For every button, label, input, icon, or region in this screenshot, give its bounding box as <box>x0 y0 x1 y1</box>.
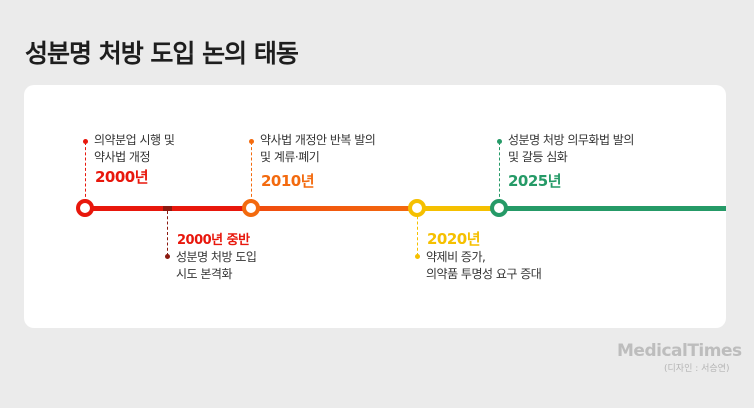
year-label-2025: 2025년 <box>508 172 562 190</box>
connector-mid2000 <box>167 211 168 256</box>
timeline-node-2020[interactable] <box>408 199 426 217</box>
event-line: 시도 본격화 <box>176 267 233 281</box>
timeline-node-2025[interactable] <box>490 199 508 217</box>
event-line: 약제비 증가, <box>426 250 486 264</box>
timeline-segment-2010 <box>251 206 417 211</box>
event-line: 및 갈등 심화 <box>508 150 568 164</box>
timeline-segment-2020 <box>417 206 499 211</box>
year-label-2000: 2000년 <box>95 168 149 186</box>
event-line: 의약품 투명성 요구 증대 <box>426 267 542 281</box>
event-line: 성분명 처방 도입 <box>176 250 257 264</box>
event-line: 약사법 개정안 반복 발의 <box>260 133 376 147</box>
timeline-segment-2025 <box>499 206 726 211</box>
timeline-node-2010[interactable] <box>242 199 260 217</box>
marker-dot-2010 <box>249 139 254 144</box>
year-label-mid2000: 2000년 중반 <box>177 233 250 248</box>
design-credit: (디자인 : 서승연) <box>664 364 730 374</box>
midpoint-marker <box>163 206 172 211</box>
marker-dot-2000 <box>83 139 88 144</box>
year-label-2020: 2020년 <box>427 230 481 248</box>
medicaltimes-logo: MedicalTimes <box>617 341 742 361</box>
connector-2000 <box>85 142 86 202</box>
connector-2020 <box>417 211 418 256</box>
connector-2010 <box>251 142 252 202</box>
connector-2025 <box>499 142 500 202</box>
marker-dot-2025 <box>497 139 502 144</box>
timeline-node-2000[interactable] <box>76 199 94 217</box>
event-line: 성분명 처방 의무화법 발의 <box>508 133 634 147</box>
marker-dot-2020 <box>415 254 420 259</box>
marker-dot-mid2000 <box>165 254 170 259</box>
event-line: 의약분업 시행 및 <box>94 133 175 147</box>
page-title: 성분명 처방 도입 논의 태동 <box>25 39 299 68</box>
event-line: 약사법 개정 <box>94 150 151 164</box>
event-text-2020: 약제비 증가, 의약품 투명성 요구 증대 <box>426 249 542 283</box>
event-line: 및 계류·폐기 <box>260 150 320 164</box>
year-label-2010: 2010년 <box>261 172 315 190</box>
